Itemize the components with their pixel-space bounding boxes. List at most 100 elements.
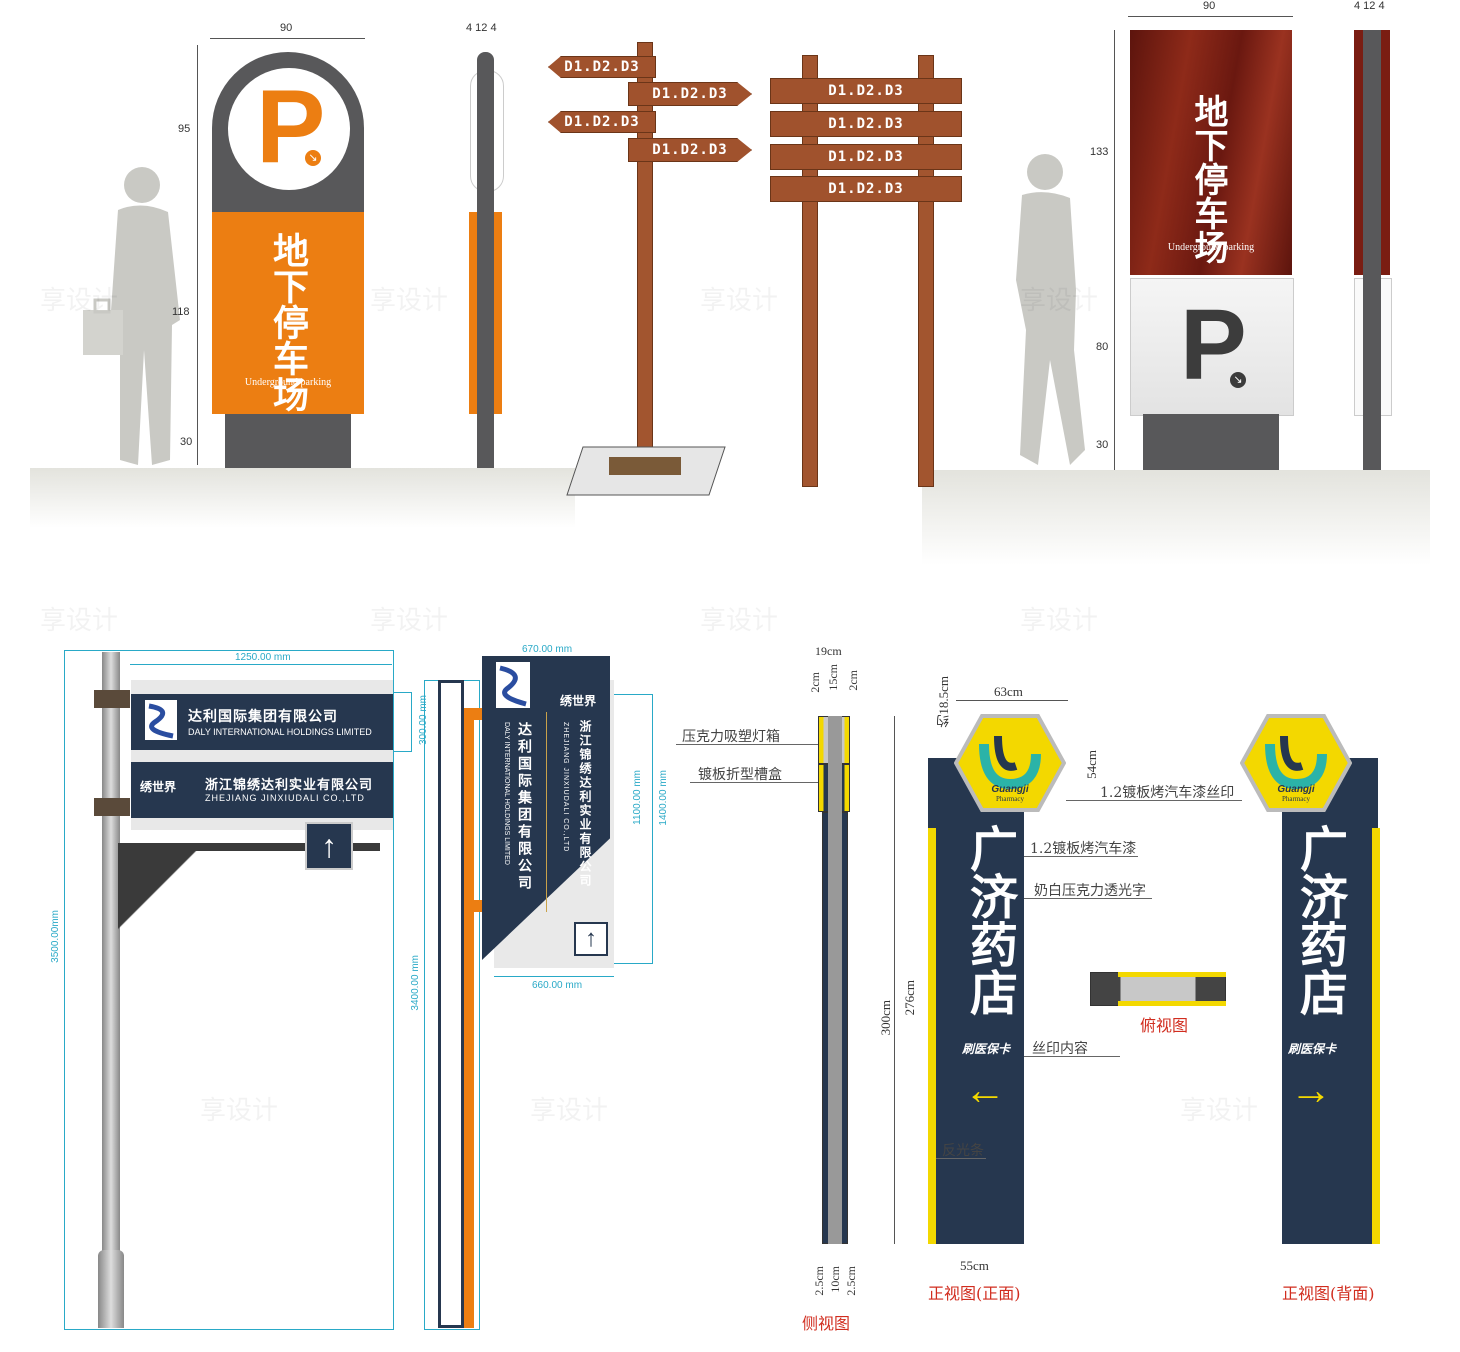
wood-side-pole [1363, 30, 1381, 470]
clamp-2 [94, 798, 130, 816]
parking-base [225, 414, 351, 468]
person-silhouette-left [83, 167, 180, 466]
company-panel-1-cn: 达利国际集团有限公司 [188, 709, 338, 725]
ground-right [922, 470, 1430, 565]
pharm-left-arrow-icon: ← [964, 1066, 1006, 1113]
pharm-back-brand: Guangji [1277, 784, 1315, 795]
parking-subtitle: Underground parking [244, 377, 332, 388]
arrow-badge-icon: ↘ [305, 150, 321, 166]
pharm-dim-vline [894, 716, 895, 1244]
top-view-caption: 俯视图 [1140, 1016, 1189, 1035]
watermark: 享设计 [700, 286, 779, 316]
company-panel-2-en: ZHEJIANG JINXIUDALI CO.,LTD [205, 793, 365, 803]
pharm-dim-logo: 54cm [1084, 750, 1099, 779]
side-dims: 4 12 4 [466, 22, 497, 34]
pharm-label-print: 1.2镀板烤汽车漆丝印 [1100, 785, 1235, 801]
wood-dim-vline [1114, 30, 1115, 470]
dim-top: 95 [178, 123, 191, 135]
side-logo-text: 绣世界 [560, 694, 597, 708]
pharm-leader-b [1024, 856, 1138, 857]
pharm-dim-bl: 2.5cm [812, 1266, 826, 1296]
dim-line-vertical [197, 45, 198, 465]
side-connector-bottom [464, 900, 484, 912]
wood-base [1143, 414, 1279, 470]
pharm-label-paint: 1.2镀板烤汽车漆 [1030, 841, 1137, 857]
pharm-dim-width-line [956, 700, 1068, 701]
watermark: 享设计 [1180, 1096, 1259, 1126]
company-dim-width: 1250.00 mm [235, 652, 291, 663]
side-dim-outer: 1400.00 mm [658, 770, 669, 826]
board-4: D1.D2.D3 [770, 176, 962, 202]
pharm-label-reflect: 反光条 [942, 1143, 984, 1159]
arrow-board-4: D1.D2.D3 [628, 138, 752, 162]
pharm-back-title: 广济药店 [1291, 824, 1347, 1016]
wood-white-panel [1130, 278, 1294, 416]
company-dim-line [130, 664, 392, 665]
pharm-leader-c [1024, 898, 1152, 899]
side-dim-bottom-line [494, 976, 614, 977]
pharm-label-silk: 丝印内容 [1032, 1041, 1088, 1057]
arrow-board-2: D1.D2.D3 [628, 82, 752, 106]
arrow-board-3: D1.D2.D3 [548, 111, 656, 133]
side-orange-strip [464, 708, 474, 1328]
watermark: 享设计 [370, 606, 449, 636]
side-connector-top [464, 708, 484, 720]
parking-title: 地下停车场 [267, 232, 308, 412]
direction-post [637, 42, 653, 476]
pharm-back-brand-sub: Pharmacy [1282, 795, 1310, 803]
side-dim-pole: 3400.00 mm [410, 955, 421, 1011]
side-orange-panel [469, 212, 477, 414]
pharm-back-badge: 刷医保卡 [1288, 1042, 1337, 1056]
pharm-dim-body: 276cm [902, 980, 917, 1016]
pharm-title: 广济药店 [961, 824, 1017, 1016]
side-up-arrow-icon: ↑ [585, 925, 597, 952]
side-logo-icon [496, 662, 530, 708]
pharm-dim-left: 2cm [808, 672, 822, 693]
wood-dim-top: 133 [1090, 146, 1109, 158]
pharm-side-caption: 侧视图 [802, 1314, 851, 1333]
pharm-dim-top-offset: 约18.5cm [936, 676, 951, 728]
pharm-leader-2 [690, 782, 818, 783]
watermark: 享设计 [1020, 286, 1099, 316]
wood-arrow-icon: ↘ [1230, 372, 1246, 388]
side-col1-en: DALY INTERNATIONAL HOLDINGS LIMITED [503, 722, 510, 865]
board-3: D1.D2.D3 [770, 144, 962, 170]
pharm-right-arrow-icon: → [1290, 1066, 1332, 1113]
pharm-brand-sub: Pharmacy [996, 795, 1024, 803]
pharm-dim-top: 19cm [815, 644, 842, 658]
pharm-back-caption: 正视图(背面) [1282, 1284, 1375, 1303]
company-dim-panel-box [393, 692, 412, 752]
dim-line-top [210, 38, 365, 39]
wood-dim-width: 90 [1203, 0, 1216, 12]
pharm-side-core [828, 716, 842, 1244]
watermark: 享设计 [200, 1096, 279, 1126]
company-pole-base [98, 1250, 124, 1328]
side-col2-cn: 浙江锦绣达利实业有限公司 [578, 720, 592, 888]
side-orange-panel-r [494, 212, 502, 414]
pharm-label-slot: 镀板折型槽盒 [698, 767, 782, 783]
pharm-dim-right: 2cm [846, 670, 860, 691]
watermark: 享设计 [1020, 606, 1099, 636]
parking-p-circle [228, 68, 350, 190]
pharm-dim-br: 2.5cm [844, 1266, 858, 1296]
watermark: 享设计 [40, 286, 119, 316]
company-panel-2-logo: 绣世界 [140, 780, 177, 794]
side-col2-en: ZHEJIANG JINXIUDALI CO.,LTD [562, 722, 569, 853]
pharm-logo-hex [954, 714, 1066, 812]
pharm-back-reflect [1372, 828, 1380, 1244]
wood-subtitle: Underground parking [1167, 242, 1255, 253]
wood-dim-middle: 80 [1096, 341, 1109, 353]
company-panel-2 [131, 762, 393, 818]
pharm-front-caption: 正视图(正面) [928, 1284, 1021, 1303]
wood-panel [1130, 30, 1292, 275]
pharm-back-body [1282, 758, 1378, 1244]
pharm-label-lightbox: 压克力吸塑灯箱 [682, 729, 780, 745]
pharm-brand: Guangji [991, 784, 1029, 795]
side-arrow-box [574, 922, 608, 956]
pharm-dim-bm: 10cm [828, 1266, 842, 1293]
pharm-front-body [928, 758, 1024, 1244]
pharm-dim-width: 63cm [994, 684, 1023, 699]
parking-body [212, 212, 364, 414]
pharm-front-reflect [928, 828, 936, 1244]
pharm-badge: 刷医保卡 [962, 1042, 1011, 1056]
